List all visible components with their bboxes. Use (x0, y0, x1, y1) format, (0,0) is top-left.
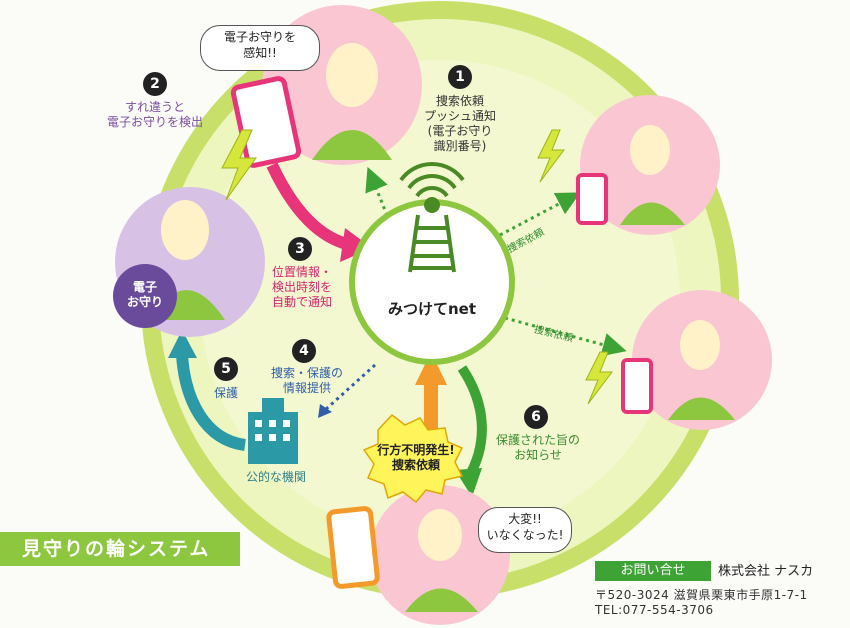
step-badge-6: 6 (524, 405, 548, 429)
green-arrow (457, 365, 487, 481)
lightning-icon-3 (585, 351, 613, 405)
step-4-text: 捜索・保護の 情報提供 (270, 366, 343, 395)
phone-icon-bottom (326, 506, 380, 589)
omamori-label: 電子 お守り (126, 280, 163, 309)
dotted-arrow-up-left (365, 166, 397, 236)
speech-bubble-detect: 電子お守りを 感知!! (200, 25, 320, 71)
center-label: みつけてnet (387, 300, 477, 318)
omamori-badge (113, 264, 177, 328)
person-icon-top (312, 43, 392, 160)
step-5-text: 保護 (213, 386, 238, 400)
person-icon-bottom (405, 509, 478, 612)
page-title: 見守りの輪システム (0, 532, 240, 566)
step-2-text: すれ違うと 電子お守りを検出 (106, 100, 203, 129)
company-name: 株式会社 ナスカ (718, 564, 814, 579)
step-badge-1: 1 (448, 65, 472, 89)
step-3-text: 位置情報・ 検出時刻を 自動で通知 (271, 265, 332, 309)
person-icon-right-top (620, 125, 685, 225)
dotted-arrow-down-left (323, 363, 377, 412)
contact-label: お問い合せ (595, 561, 711, 581)
antenna-icon (399, 162, 465, 273)
lightning-icon-1 (221, 129, 257, 201)
alert-text: 行方不明発生! 捜索依頼 (377, 443, 455, 472)
dotted-arrow-right-1 (499, 192, 581, 237)
phone-icon-top (230, 76, 302, 168)
telephone: TEL:077-554-3706 (595, 603, 714, 617)
lightning-icon-2 (537, 129, 565, 183)
phone-icon-right-1 (576, 173, 608, 225)
speech-bubble-trouble: 大変!! いなくなった! (478, 507, 572, 553)
step-badge-2: 2 (143, 72, 167, 96)
phone-icon-right-2 (621, 358, 653, 414)
step-1-text: 捜索依頼 プッシュ通知 (電子お守り 識別番号) (423, 94, 496, 153)
address: 〒520-3024 滋賀県栗東市手原1-7-1 (595, 588, 808, 602)
step-badge-3: 3 (288, 237, 312, 261)
facility-label: 公的な機関 (245, 470, 306, 484)
step-badge-5: 5 (214, 357, 238, 381)
step-badge-4: 4 (292, 339, 316, 363)
teal-arrow (176, 354, 247, 451)
dotted-arrow-right-2 (504, 316, 627, 357)
alert-burst (362, 413, 464, 504)
step-6-text: 保護された旨の お知らせ (495, 433, 580, 462)
person-icon-right-bottom (668, 320, 735, 420)
